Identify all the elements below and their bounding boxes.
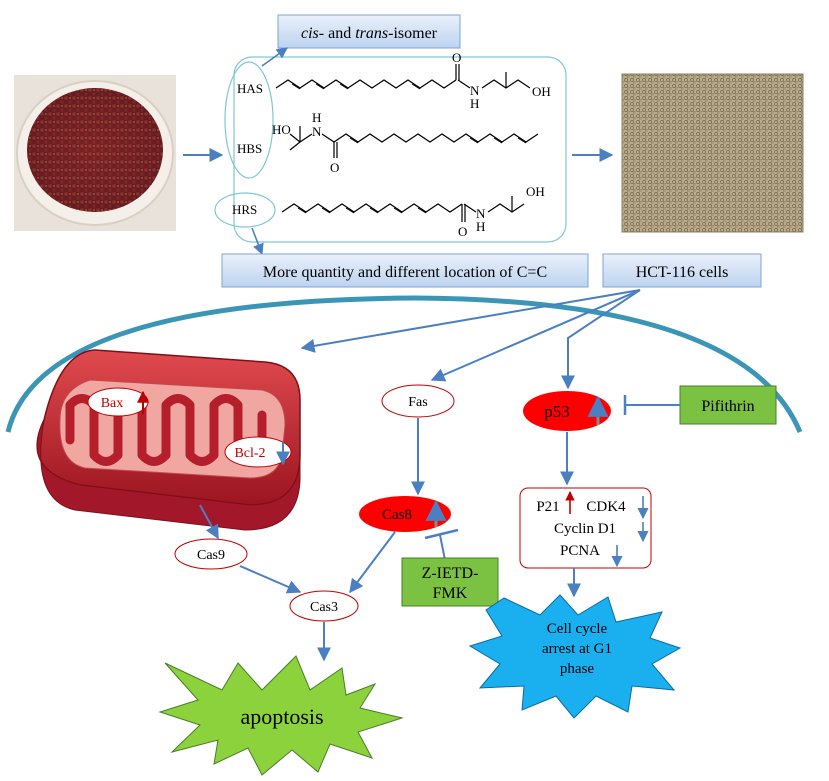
arrow-cas8-to-cas3 [349, 531, 396, 594]
hrs-ellipse [214, 192, 276, 228]
isomer-suffix: -isomer [388, 25, 438, 42]
zietd-box: Z-IETD- FMK [401, 557, 499, 607]
hbs-h: H [312, 110, 321, 125]
cellcycle-line3: phase [560, 661, 594, 677]
quantity-box: More quantity and different location of … [221, 253, 589, 288]
cell-cycle-burst: Cell cycle arrest at G1 phase [468, 594, 682, 719]
cell-membrane-arc [5, 295, 803, 433]
arrow-to-quantity [251, 227, 264, 256]
isomer-cis: cis [301, 25, 319, 42]
hrs-o: O [458, 224, 467, 239]
has-o: O [452, 50, 461, 65]
cellcycle-line2: arrest at G1 [542, 641, 612, 657]
cyclin-label: Cyclin D1 [554, 521, 616, 537]
cas9-label: Cas9 [197, 548, 225, 563]
isomer-trans: trans [355, 25, 388, 42]
cas3-node: Cas3 [289, 590, 359, 622]
p53-node: p53 [523, 391, 611, 431]
arrow-mito-to-cas9 [199, 504, 219, 540]
cell-photo [621, 73, 804, 233]
has-chain [275, 79, 457, 89]
p21-label: P21 [536, 499, 559, 515]
fas-label: Fas [408, 395, 427, 410]
arrow-hct-to-p53 [561, 289, 641, 390]
molecule-panel: HAS O N H OH HBS HO H N O HRS [214, 47, 567, 256]
hct-label: HCT-116 cells [636, 264, 729, 281]
cas9-node: Cas9 [174, 538, 248, 570]
hrs-n: N [476, 206, 486, 221]
hrs-label: HRS [232, 202, 257, 217]
isomer-box: cis- and trans-isomer [277, 14, 461, 49]
mito-cristae [65, 394, 267, 466]
zietd-inhibit-line [439, 534, 446, 561]
arrow-hct-to-mito [300, 289, 641, 353]
cas3-label: Cas3 [310, 600, 338, 615]
bax-label: Bax [101, 396, 124, 411]
cell-cycle-protein-box: P21 CDK4 Cyclin D1 PCNA [519, 487, 652, 569]
fas-node: Fas [381, 384, 455, 418]
hbs-label: HBS [237, 141, 262, 156]
cdk4-label: CDK4 [586, 499, 626, 515]
hbs-ho: HO [272, 122, 291, 137]
has-oh: OH [532, 84, 551, 99]
has-n: N [470, 83, 480, 98]
arrow-to-isomer [261, 47, 288, 67]
hct-box: HCT-116 cells [602, 253, 762, 288]
arrow-cas9-to-cas3 [239, 565, 302, 594]
pifithrin-box: Pifithrin [623, 385, 777, 425]
apoptosis-burst: apoptosis [158, 655, 404, 776]
cellcycle-line1: Cell cycle [547, 621, 608, 637]
hrs-oh: OH [526, 184, 545, 199]
hbs-o: O [330, 160, 339, 175]
isomer-and: - and [319, 25, 355, 42]
hbs-n: N [312, 124, 322, 139]
arrow-hct-to-fas [430, 289, 641, 382]
pcna-label: PCNA [560, 543, 600, 559]
hrs-h: H [476, 219, 485, 234]
quantity-label: More quantity and different location of … [263, 264, 547, 281]
zietd-line2: FMK [433, 585, 468, 602]
zietd-line1: Z-IETD- [422, 565, 479, 582]
cas8-label: Cas8 [382, 507, 412, 523]
has-label: HAS [237, 81, 263, 96]
bcl2-label: Bcl-2 [234, 446, 265, 461]
apoptosis-label: apoptosis [240, 704, 323, 729]
pepper-photo [14, 75, 176, 231]
bax-node: Bax [87, 387, 149, 417]
has-h: H [470, 96, 479, 111]
pifithrin-label: Pifithrin [701, 398, 754, 415]
p53-label: p53 [544, 402, 570, 421]
has-hbs-ellipse [224, 61, 274, 179]
svg-text:cis- and trans-isomer: cis- and trans-isomer [301, 25, 438, 42]
cas8-node: Cas8 [359, 496, 451, 532]
bcl2-node: Bcl-2 [224, 436, 292, 468]
